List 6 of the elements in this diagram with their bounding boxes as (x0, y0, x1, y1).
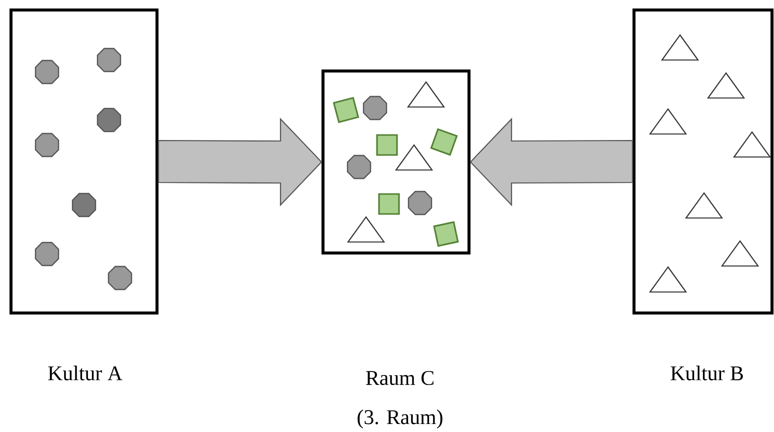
caption-text: Raum C (366, 370, 434, 386)
caption-text: Kultur A (48, 366, 122, 380)
block-arrow (158, 118, 322, 206)
caption-text: Kultur B (670, 366, 743, 380)
block-arrow (470, 118, 634, 206)
caption-text: (3. Raum) (358, 410, 442, 428)
